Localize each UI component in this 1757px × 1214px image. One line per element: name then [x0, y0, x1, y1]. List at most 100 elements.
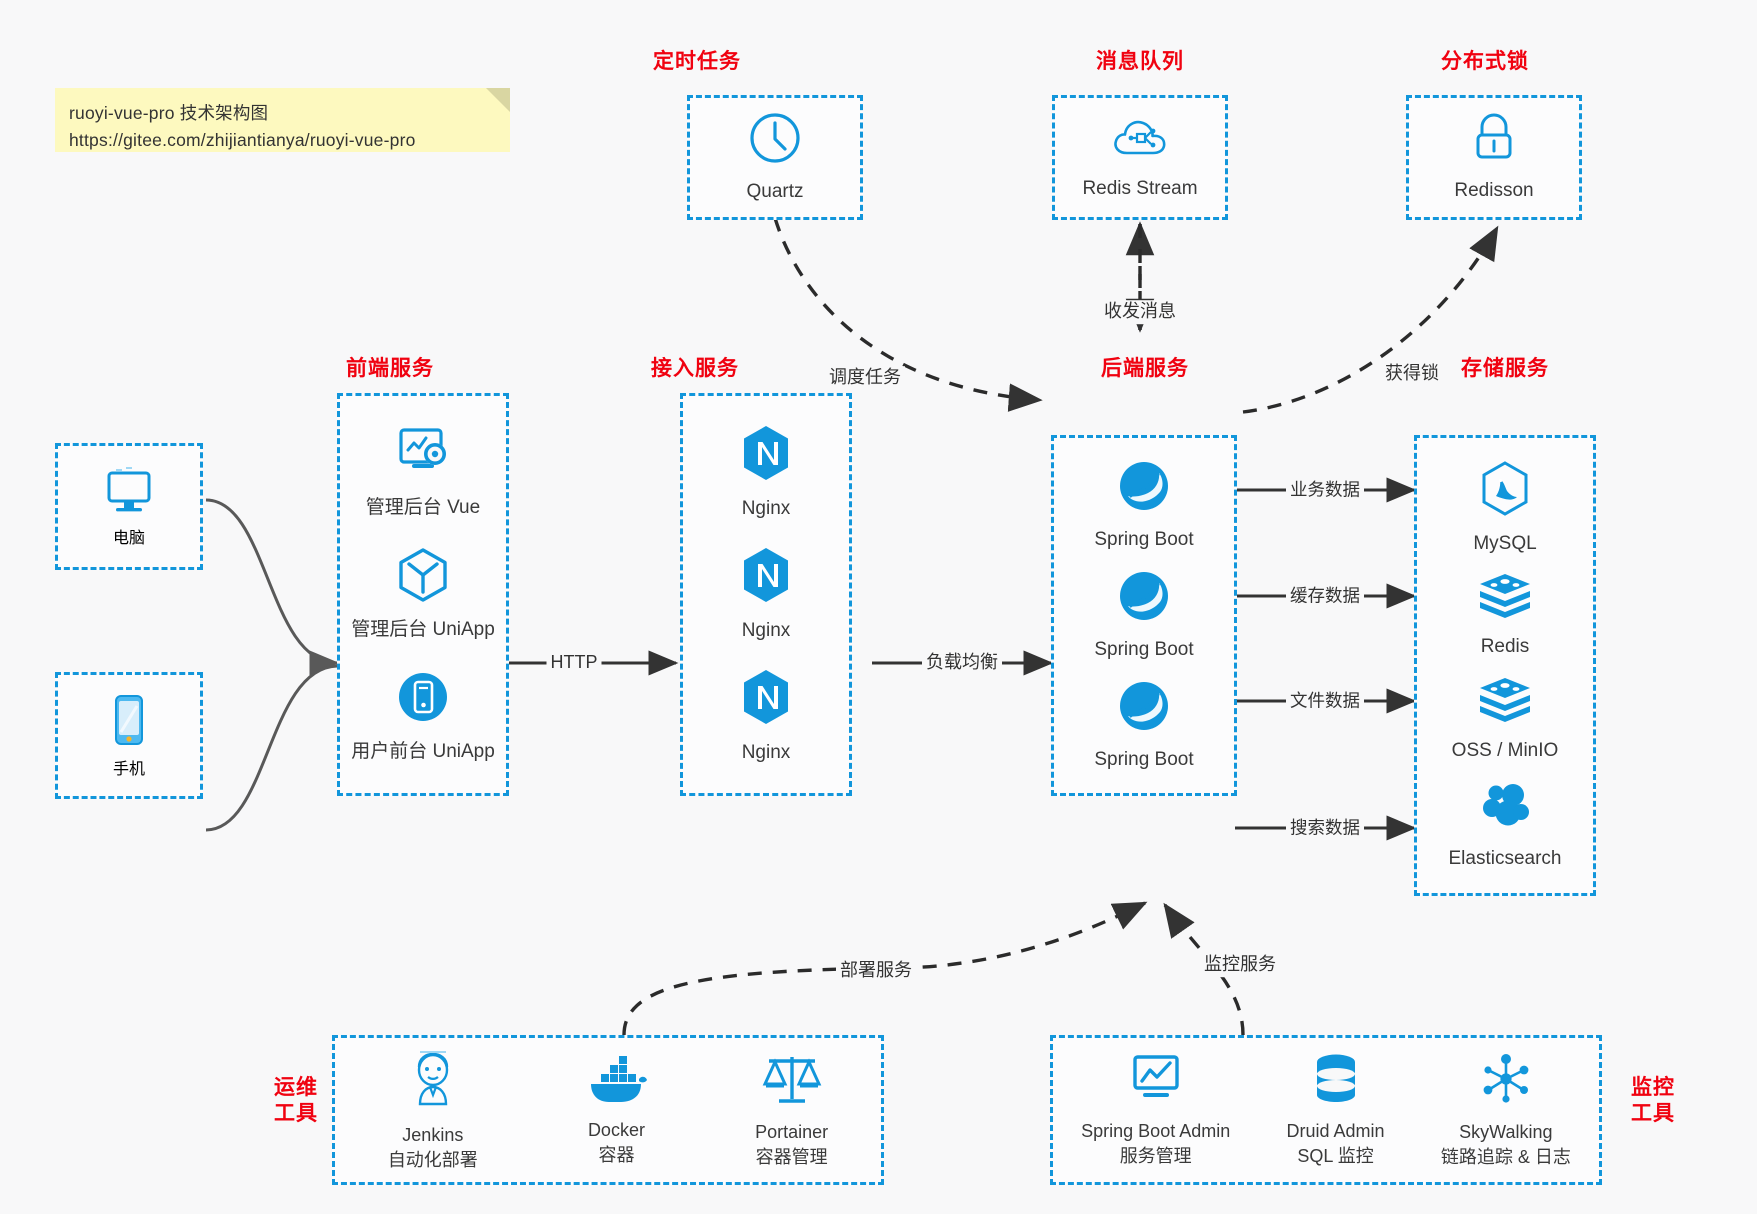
group-gateway[interactable]: Nginx Nginx Nginx [680, 393, 852, 796]
edge-label-http: HTTP [546, 651, 602, 675]
clock-icon [747, 110, 803, 171]
node-label: Nginx [741, 620, 791, 642]
node-druid-admin[interactable]: Druid Admin SQL 监控 [1287, 1052, 1385, 1169]
dashboard-gear-icon [392, 424, 454, 487]
node-spring-boot-admin[interactable]: Spring Boot Admin 服务管理 [1081, 1052, 1230, 1169]
group-label-distributed-lock: 分布式锁 [1441, 50, 1529, 73]
node-docker[interactable]: Docker 容器 [583, 1053, 649, 1168]
desktop-icon [100, 465, 158, 524]
info-note: ruoyi-vue-pro 技术架构图 https://gitee.com/zh… [55, 88, 510, 152]
wire-desktop-to-frontend [205, 498, 340, 676]
group-label-storage: 存储服务 [1461, 357, 1549, 380]
node-label: Jenkins [402, 1124, 464, 1145]
group-devops[interactable]: Jenkins 自动化部署 [332, 1035, 884, 1185]
group-label-monitoring-line2: 工具 [1631, 1101, 1675, 1125]
node-label: Spring Boot [1094, 528, 1194, 550]
elasticsearch-icon [1477, 779, 1533, 838]
group-backend[interactable]: Spring Boot Spring Boot Spring Boot [1051, 435, 1237, 796]
edge-label-file-data: 文件数据 [1286, 689, 1364, 713]
scales-icon [761, 1051, 823, 1112]
cloud-stream-icon [1111, 113, 1169, 168]
node-oss-minio[interactable]: OSS / MinIO [1451, 675, 1559, 764]
group-frontend[interactable]: 管理后台 Vue 管理后台 UniApp 用户前台 U [337, 393, 509, 796]
node-redisson[interactable]: Redisson [1454, 111, 1534, 204]
nginx-icon [738, 667, 794, 732]
edge-label-load-balance: 负载均衡 [922, 651, 1002, 675]
mysql-icon [1477, 460, 1533, 523]
node-label: Quartz [746, 181, 804, 203]
node-skywalking[interactable]: SkyWalking 链路追踪 & 日志 [1441, 1051, 1571, 1170]
node-label: Redis [1480, 636, 1530, 658]
note-fold-corner [486, 88, 510, 112]
node-label: Redis Stream [1082, 178, 1198, 200]
node-label: 电脑 [112, 530, 145, 547]
node-spring-boot-3[interactable]: Spring Boot [1094, 678, 1194, 773]
edge-label-send-receive-message: 收发消息 [1100, 300, 1180, 324]
node-label: 管理后台 Vue [365, 497, 481, 519]
node-label: Spring Boot [1094, 749, 1194, 771]
node-spring-boot-2[interactable]: Spring Boot [1094, 568, 1194, 663]
node-label: 手机 [112, 761, 145, 778]
node-label: OSS / MinIO [1451, 740, 1559, 762]
edge-label-acquire-lock: 获得锁 [1381, 362, 1443, 386]
node-spring-boot-1[interactable]: Spring Boot [1094, 458, 1194, 553]
group-label-devops-line2: 工具 [274, 1101, 318, 1125]
wire-schedule-task [773, 217, 1043, 412]
node-mysql[interactable]: MySQL [1473, 460, 1537, 557]
node-elasticsearch[interactable]: Elasticsearch [1449, 779, 1562, 872]
note-url: https://gitee.com/zhijiantianya/ruoyi-vu… [69, 130, 416, 151]
spring-boot-icon [1116, 458, 1172, 519]
group-label-devops-line1: 运维 [274, 1076, 318, 1099]
node-label: Docker [587, 1119, 645, 1140]
node-jenkins[interactable]: Jenkins 自动化部署 [388, 1048, 478, 1173]
edge-label-schedule-task: 调度任务 [825, 366, 905, 390]
node-label: Redisson [1454, 180, 1534, 202]
node-label: 管理后台 UniApp [351, 619, 495, 641]
node-sublabel: 容器 [598, 1145, 635, 1165]
group-label-monitoring: 监控 工具 [1615, 1075, 1691, 1126]
spring-boot-icon [1116, 568, 1172, 629]
node-admin-uniapp[interactable]: 管理后台 UniApp [351, 546, 495, 643]
group-monitoring[interactable]: Spring Boot Admin 服务管理 Druid Admin SQL 监… [1050, 1035, 1602, 1185]
group-label-monitoring-line1: 监控 [1631, 1076, 1675, 1099]
mobile-circle-icon [394, 668, 452, 731]
node-label: Spring Boot Admin [1081, 1120, 1231, 1141]
database-icon [1309, 1052, 1363, 1111]
group-storage[interactable]: MySQL Redis [1414, 435, 1596, 896]
group-distributed-lock[interactable]: Redisson [1406, 95, 1582, 220]
node-nginx-1[interactable]: Nginx [738, 423, 794, 522]
node-redis-stream[interactable]: Redis Stream [1082, 113, 1198, 202]
group-label-message-queue: 消息队列 [1096, 50, 1184, 73]
lock-icon [1468, 111, 1520, 170]
skywalking-icon [1478, 1051, 1534, 1112]
node-sublabel: SQL 监控 [1297, 1146, 1374, 1166]
node-admin-vue[interactable]: 管理后台 Vue [366, 424, 480, 521]
note-title: ruoyi-vue-pro 技术架构图 [69, 103, 269, 123]
node-nginx-3[interactable]: Nginx [738, 667, 794, 766]
node-label: SkyWalking [1459, 1121, 1553, 1142]
node-desktop[interactable]: 电脑 [55, 443, 203, 570]
edge-label-deploy-service: 部署服务 [836, 959, 916, 983]
node-quartz[interactable]: Quartz [746, 110, 804, 205]
wire-acquire-lock [1242, 225, 1499, 414]
node-portainer[interactable]: Portainer 容器管理 [755, 1051, 828, 1170]
node-label: MySQL [1473, 532, 1537, 554]
node-label: Portainer [755, 1121, 829, 1142]
nginx-icon [738, 423, 794, 488]
group-label-backend: 后端服务 [1101, 357, 1189, 380]
group-message-queue[interactable]: Redis Stream [1052, 95, 1228, 220]
docker-icon [583, 1053, 649, 1110]
edge-label-business-data: 业务数据 [1286, 478, 1364, 502]
node-label: 用户前台 UniApp [351, 740, 495, 762]
phone-icon [107, 692, 151, 755]
node-sublabel: 自动化部署 [387, 1150, 478, 1170]
nginx-icon [738, 545, 794, 610]
node-label: Spring Boot [1094, 639, 1194, 661]
node-redis[interactable]: Redis [1476, 571, 1534, 660]
group-scheduled-task[interactable]: Quartz [687, 95, 863, 220]
node-nginx-2[interactable]: Nginx [738, 545, 794, 644]
node-phone[interactable]: 手机 [55, 672, 203, 799]
node-sublabel: 服务管理 [1119, 1146, 1192, 1166]
node-user-uniapp[interactable]: 用户前台 UniApp [351, 668, 495, 765]
group-label-frontend: 前端服务 [346, 357, 434, 380]
